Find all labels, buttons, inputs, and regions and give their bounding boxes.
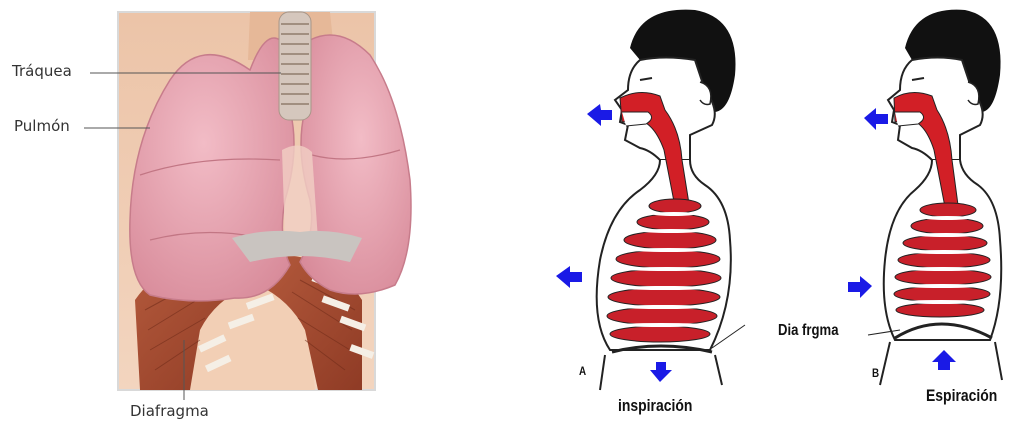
- expiration-caption: Espiración: [926, 386, 997, 406]
- arrow-icon: [556, 266, 582, 288]
- diaphragm-label: Diafragma: [130, 402, 209, 420]
- arrow-icon: [650, 362, 672, 382]
- trachea: [279, 12, 311, 120]
- figure-b-expiration: [868, 10, 1002, 385]
- arrow-icon: [864, 108, 888, 130]
- figure-b-letter: B: [872, 366, 879, 380]
- arrow-icon: [932, 350, 956, 370]
- arrow-icon: [587, 104, 612, 126]
- lung-label: Pulmón: [14, 117, 70, 135]
- figure-a-inspiration: [597, 10, 745, 390]
- diaphragm-label-b: Dia frgma: [778, 322, 839, 340]
- arrow-icon: [848, 276, 872, 298]
- figure-a-letter: A: [579, 364, 586, 378]
- trachea-label: Tráquea: [12, 62, 72, 80]
- inspiration-caption: inspiración: [618, 396, 692, 416]
